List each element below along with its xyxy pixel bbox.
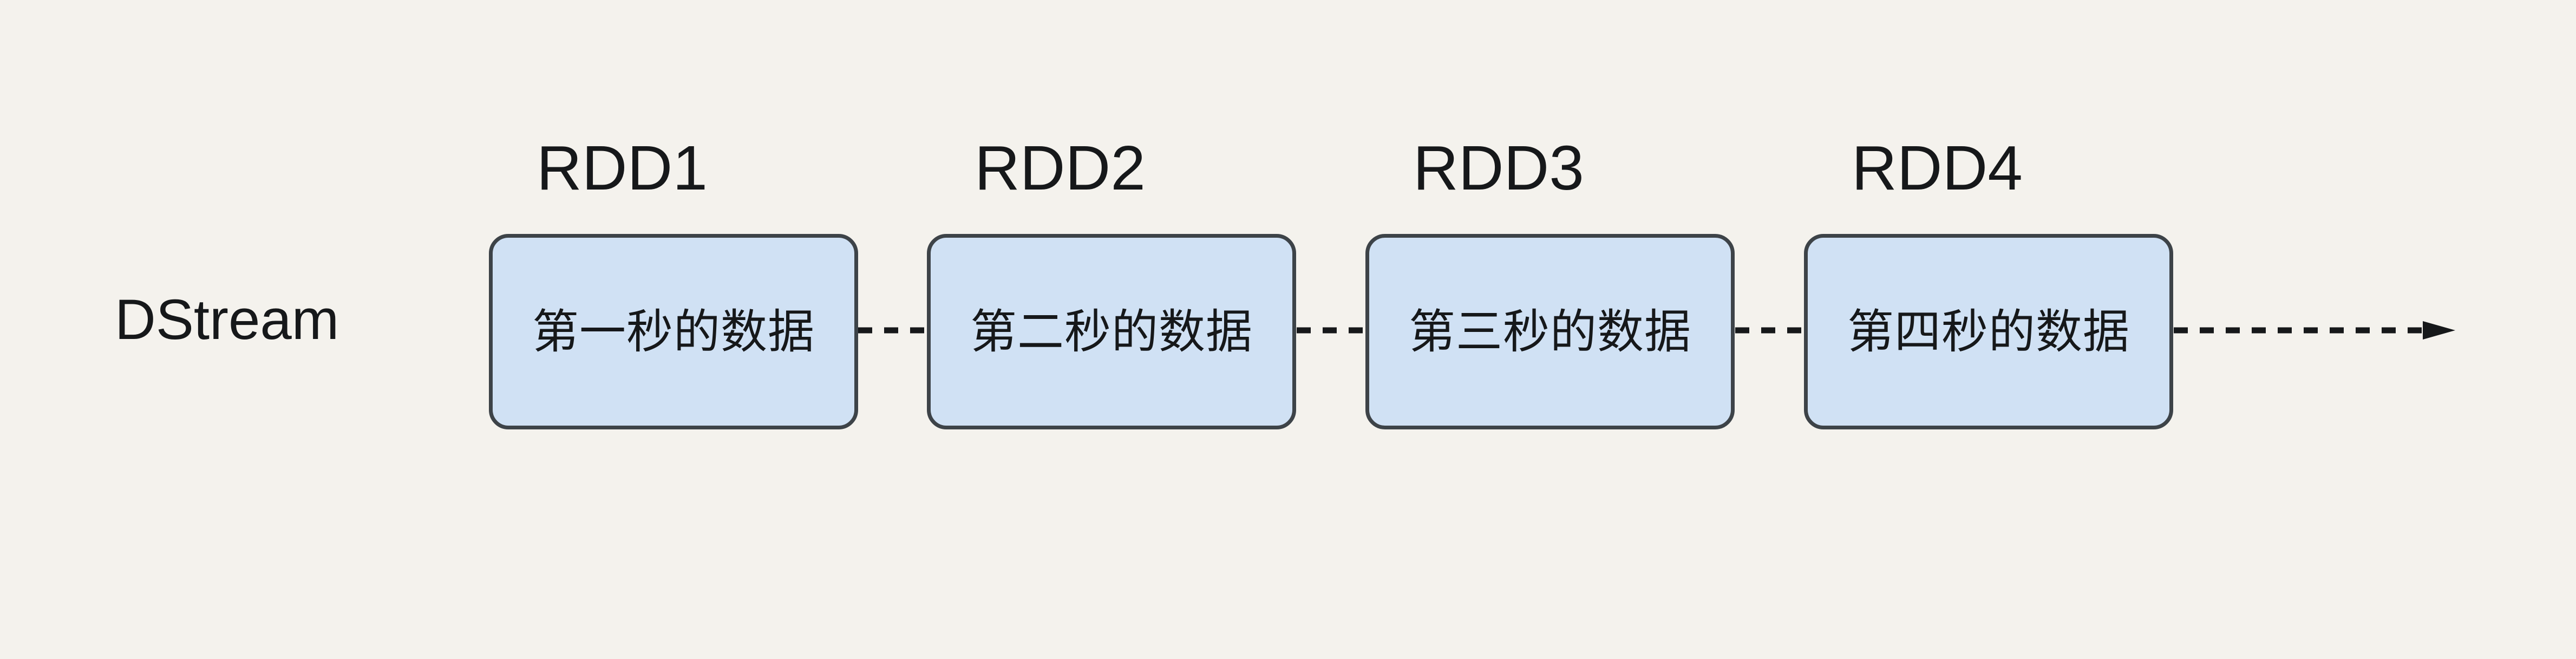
connector-dashed-3	[1735, 327, 1804, 334]
connector-dashed-arrow-trailing	[2174, 319, 2466, 341]
rdd-caption-4: RDD4	[1852, 133, 2023, 203]
rdd-caption-1: RDD1	[537, 133, 708, 203]
rdd-box-1[interactable]: 第一秒的数据	[489, 234, 858, 429]
rdd-box-4[interactable]: 第四秒的数据	[1804, 234, 2173, 429]
connector-dashed-1	[858, 327, 927, 334]
rdd-box-label-1: 第一秒的数据	[532, 304, 815, 359]
rdd-box-3[interactable]: 第三秒的数据	[1365, 234, 1735, 429]
rdd-box-label-2: 第二秒的数据	[970, 304, 1253, 359]
arrowhead-icon	[2423, 321, 2455, 340]
connector-dashed-2	[1297, 327, 1365, 334]
rdd-box-label-3: 第三秒的数据	[1409, 304, 1691, 359]
rdd-caption-2: RDD2	[975, 133, 1146, 203]
dstream-row-label: DStream	[115, 288, 339, 351]
rdd-box-2[interactable]: 第二秒的数据	[927, 234, 1296, 429]
rdd-caption-3: RDD3	[1413, 133, 1584, 203]
rdd-box-label-4: 第四秒的数据	[1847, 304, 2130, 359]
